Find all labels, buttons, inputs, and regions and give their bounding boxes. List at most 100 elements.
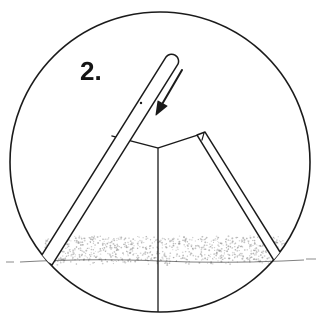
sand-dot xyxy=(282,240,283,241)
sand-dot xyxy=(116,244,118,246)
sand-dot xyxy=(124,246,125,247)
sand-dot xyxy=(213,242,214,243)
sand-dot xyxy=(159,253,160,254)
sand-dot xyxy=(145,238,147,240)
sand-dot xyxy=(224,250,225,251)
sand-dot xyxy=(113,263,114,264)
sand-dot xyxy=(123,254,124,255)
sand-dot xyxy=(276,239,277,240)
sand-dot xyxy=(173,245,175,247)
sand-dot xyxy=(92,262,94,264)
sand-dot xyxy=(114,251,116,253)
sand-dot xyxy=(114,245,116,247)
sand-dot xyxy=(82,241,84,243)
sand-dot xyxy=(95,256,97,258)
sand-dot xyxy=(209,256,210,257)
sand-dot xyxy=(249,246,250,247)
sand-dot xyxy=(112,252,113,253)
sand-dot xyxy=(253,236,255,238)
sand-dot xyxy=(115,253,117,255)
sand-dot xyxy=(104,241,105,242)
sand-dot xyxy=(249,241,250,242)
sand-dot xyxy=(72,258,73,259)
sand-dot xyxy=(105,238,107,240)
sand-dot xyxy=(68,245,70,247)
sand-dot xyxy=(207,263,208,264)
sand-dot xyxy=(80,241,82,243)
sand-dot xyxy=(217,260,219,262)
sand-dot xyxy=(250,235,251,236)
sand-dot xyxy=(242,255,243,256)
sand-dot xyxy=(126,245,127,246)
sand-dot xyxy=(92,239,94,241)
sand-dot xyxy=(166,264,168,266)
sand-dot xyxy=(147,238,148,239)
sand-dot xyxy=(243,241,245,243)
sand-dot xyxy=(195,245,197,247)
sand-dot xyxy=(225,241,226,242)
sand-dot xyxy=(114,247,116,249)
sand-dot xyxy=(209,247,210,248)
sand-dot xyxy=(91,246,92,247)
sand-dot xyxy=(105,244,106,245)
sand-dot xyxy=(73,257,74,258)
sand-dot xyxy=(235,237,237,239)
sand-dot xyxy=(152,242,153,243)
sand-dot xyxy=(94,255,96,257)
sand-dot xyxy=(62,255,63,256)
sand-dot xyxy=(161,242,163,244)
sand-dot xyxy=(278,236,279,237)
sand-dot xyxy=(119,237,120,238)
sand-dot xyxy=(187,248,188,249)
sand-dot xyxy=(232,240,234,242)
sand-dot xyxy=(184,257,186,259)
sand-dot xyxy=(89,254,91,256)
sand-dot xyxy=(182,257,184,259)
sand-dot xyxy=(94,244,96,246)
sand-dot xyxy=(176,255,178,257)
sand-dot xyxy=(97,236,99,238)
sand-dot xyxy=(79,256,81,258)
sand-dot xyxy=(105,251,106,252)
sand-dot xyxy=(145,247,147,249)
sand-dot xyxy=(120,236,122,238)
sand-dot xyxy=(203,246,205,248)
sand-dot xyxy=(252,240,253,241)
sand-dot xyxy=(77,258,79,260)
sand-dot xyxy=(108,242,109,243)
sand-dot xyxy=(123,244,125,246)
sand-dot xyxy=(225,263,226,264)
sand-dot xyxy=(99,248,101,250)
sand-dot xyxy=(88,248,89,249)
sand-dot xyxy=(168,238,170,240)
sand-dot xyxy=(76,263,78,265)
sand-dot xyxy=(226,242,227,243)
sand-dot xyxy=(102,263,104,265)
sand-dot xyxy=(218,257,219,258)
sand-dot xyxy=(215,258,216,259)
sand-dot xyxy=(139,237,140,238)
sand-dot xyxy=(58,259,59,260)
sand-dot xyxy=(134,240,135,241)
sand-dot xyxy=(132,238,134,240)
sand-dot xyxy=(212,263,213,264)
sand-dot xyxy=(105,250,106,251)
sand-dot xyxy=(224,257,226,259)
sand-dot xyxy=(84,240,86,242)
sand-dot xyxy=(192,255,194,257)
sand-dot xyxy=(265,250,266,251)
sand-dot xyxy=(113,240,115,242)
sand-dot xyxy=(78,242,80,244)
sand-dot xyxy=(164,252,165,253)
sand-dot xyxy=(137,258,139,260)
sand-dot xyxy=(107,238,108,239)
sand-dot xyxy=(192,237,193,238)
sand-dot xyxy=(151,257,152,258)
sand-dot xyxy=(102,239,103,240)
sand-dot xyxy=(107,253,109,255)
sand-dot xyxy=(247,249,248,250)
sand-dot xyxy=(248,243,249,244)
sand-dot xyxy=(254,258,256,260)
sand-dot xyxy=(217,244,219,246)
sand-dot xyxy=(239,240,241,242)
